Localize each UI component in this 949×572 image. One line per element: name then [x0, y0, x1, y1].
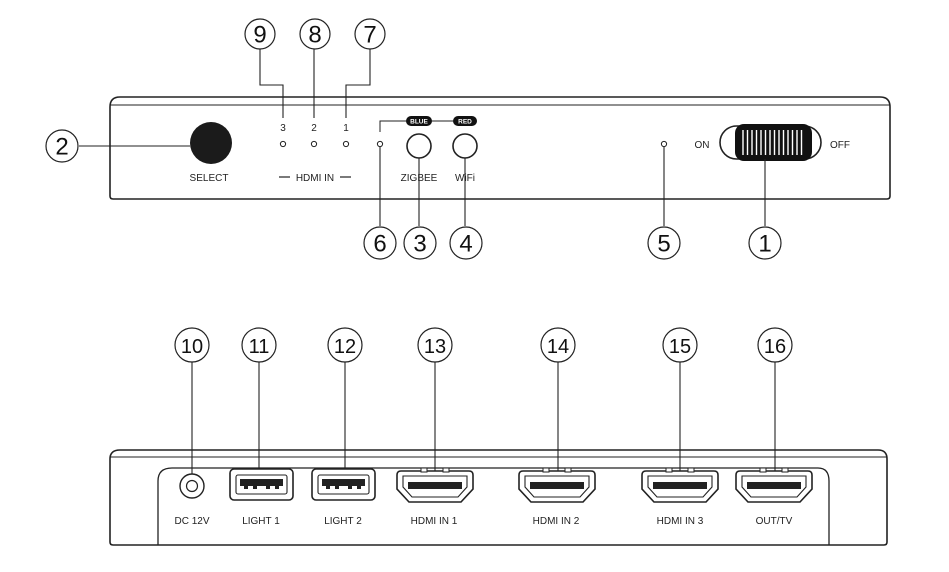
front-panel-body [109, 96, 891, 200]
hdmi-in-2-led [310, 140, 318, 148]
blue-badge-text: BLUE [410, 119, 428, 126]
select-label: SELECT [190, 173, 229, 184]
callout-10-circle [174, 327, 210, 363]
callout-9-circle [244, 18, 276, 50]
back-panel-recess [157, 467, 830, 545]
light-2-port [311, 468, 376, 501]
hdmi-tab [665, 467, 673, 473]
hdmi-in-1-port [396, 467, 474, 503]
hdmi-tab [564, 467, 572, 473]
wifi-button[interactable] [452, 133, 478, 159]
callout-15: 15 [669, 336, 691, 358]
dc-jack-pin [185, 479, 199, 493]
blue-badge [406, 116, 432, 126]
pairing-led [376, 140, 384, 148]
callout-1-circle [748, 226, 782, 260]
led-3-number: 3 [280, 123, 286, 134]
hdmi-pins [653, 482, 707, 489]
switch-off-label: OFF [830, 140, 850, 151]
callout-15-circle [662, 327, 698, 363]
power-switch-ridges [742, 130, 803, 155]
callout-5-circle [647, 226, 681, 260]
out-tv-port [735, 467, 813, 503]
hdmi-pins [530, 482, 584, 489]
callout-14-circle [540, 327, 576, 363]
hdmi-tab [442, 467, 450, 473]
hdmi-in-3-port [641, 467, 719, 503]
out-tv-label: OUT/TV [756, 516, 793, 527]
hdmi-tab [687, 467, 695, 473]
front-callouts: 9 8 7 2 6 3 4 5 1 [45, 18, 782, 260]
callout-8-circle [299, 18, 331, 50]
dc-12v-label: DC 12V [174, 516, 209, 527]
hdmi-tab [781, 467, 789, 473]
callout-16: 16 [764, 336, 786, 358]
callout-11: 11 [249, 336, 270, 358]
back-panel: DC 12V LIGHT 1 LIGHT 2 HDMI IN 1 HDMI [109, 449, 888, 546]
front-leader-lines [79, 48, 766, 226]
callout-7-circle [354, 18, 386, 50]
power-led [660, 140, 668, 148]
led-1-number: 1 [343, 123, 349, 134]
hdmi-in-1-label: HDMI IN 1 [411, 516, 458, 527]
front-panel: SELECT 3 2 1 HDMI IN BLUE RED ZIGBEE WiF… [109, 96, 891, 200]
callout-10: 10 [181, 336, 203, 358]
callout-4: 4 [459, 231, 472, 258]
callout-13-circle [417, 327, 453, 363]
red-badge-text: RED [458, 119, 472, 126]
power-switch-knob[interactable] [735, 124, 812, 161]
callout-9: 9 [253, 22, 266, 49]
callout-6-circle [363, 226, 397, 260]
hdmi-pins [747, 482, 801, 489]
select-button[interactable] [190, 122, 232, 164]
light-2-label: LIGHT 2 [324, 516, 362, 527]
zigbee-button[interactable] [406, 133, 432, 159]
leader-7 [345, 48, 371, 118]
callout-1: 1 [758, 231, 771, 258]
hdmi-in-label: HDMI IN [296, 173, 334, 184]
hdmi-tab [759, 467, 767, 473]
switch-on-label: ON [695, 140, 710, 151]
light-1-label: LIGHT 1 [242, 516, 280, 527]
callout-12-circle [327, 327, 363, 363]
hdmi-tab [420, 467, 428, 473]
callout-3-circle [403, 226, 437, 260]
hdmi-in-3-led [279, 140, 287, 148]
callout-14: 14 [547, 336, 569, 358]
callout-5: 5 [657, 231, 670, 258]
hdmi-in-1-led [342, 140, 350, 148]
callout-8: 8 [308, 22, 321, 49]
callout-12: 12 [334, 336, 356, 358]
light-1-port [229, 468, 294, 501]
pairing-bracket [379, 120, 477, 132]
leader-9 [259, 48, 284, 118]
back-callouts: 10 11 12 13 14 15 16 [174, 327, 793, 363]
hdmi-tab [542, 467, 550, 473]
callout-2-circle [45, 129, 79, 163]
callout-16-circle [757, 327, 793, 363]
red-badge [453, 116, 477, 126]
hdmi-in-2-port [518, 467, 596, 503]
led-2-number: 2 [311, 123, 317, 134]
callout-4-circle [449, 226, 483, 260]
callout-2: 2 [55, 134, 68, 161]
callout-13: 13 [424, 336, 446, 358]
callout-6: 6 [373, 231, 386, 258]
hdmi-in-3-label: HDMI IN 3 [657, 516, 704, 527]
callout-11-circle [241, 327, 277, 363]
hdmi-pins [408, 482, 462, 489]
hdmi-in-2-label: HDMI IN 2 [533, 516, 580, 527]
callout-7: 7 [363, 22, 376, 49]
callout-3: 3 [413, 231, 426, 258]
back-leader-lines [191, 362, 776, 474]
